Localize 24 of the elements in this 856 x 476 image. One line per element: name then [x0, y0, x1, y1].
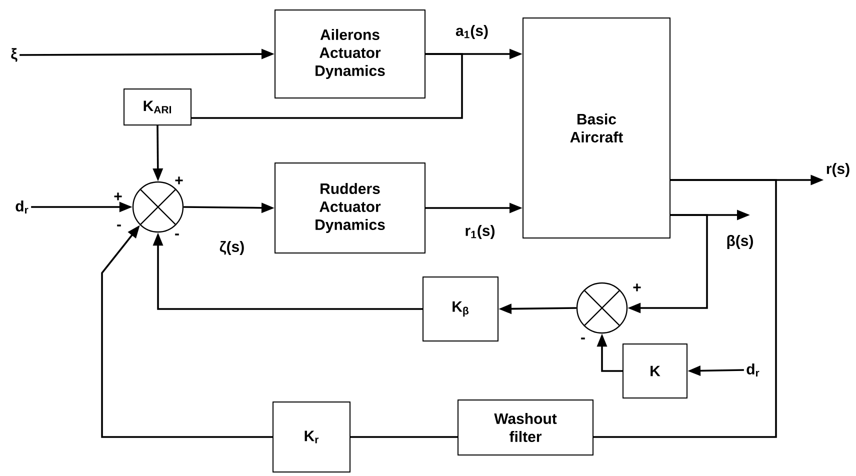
block-box: Basic Aircraft: [522, 18, 670, 238]
sign-label: +: [175, 176, 183, 184]
sign-label: +: [114, 192, 122, 200]
signal-line: [192, 53, 463, 119]
block-box: K$_{r}$: [272, 402, 350, 472]
block-box: K: [622, 344, 688, 398]
edge-label: r$_{1}$(s): [464, 224, 496, 240]
sign-label: -: [581, 338, 585, 340]
block-box: Ailerons Actuator Dynamics: [274, 10, 426, 98]
signal-label: d$_{r}$: [746, 363, 760, 376]
signal-label: d$_{r}$: [16, 200, 28, 214]
edge-label: ζ(s): [218, 240, 246, 256]
signal-line: [350, 436, 458, 438]
sign-label: -: [117, 224, 121, 226]
block-box: Washout filter: [458, 400, 594, 456]
signal-line: [594, 179, 777, 438]
edge-label: a$_{1}$(s): [454, 24, 490, 40]
block-box: K$_{β}$: [422, 276, 498, 342]
signal-label: ξ: [11, 48, 18, 62]
edge-label: β(s): [725, 234, 755, 250]
block-box: Rudders Actuator Dynamics: [274, 162, 426, 254]
signal-label: r(s): [826, 163, 850, 177]
summing-junction: [576, 282, 628, 334]
block-box: K$_{ARI}$: [124, 88, 192, 126]
